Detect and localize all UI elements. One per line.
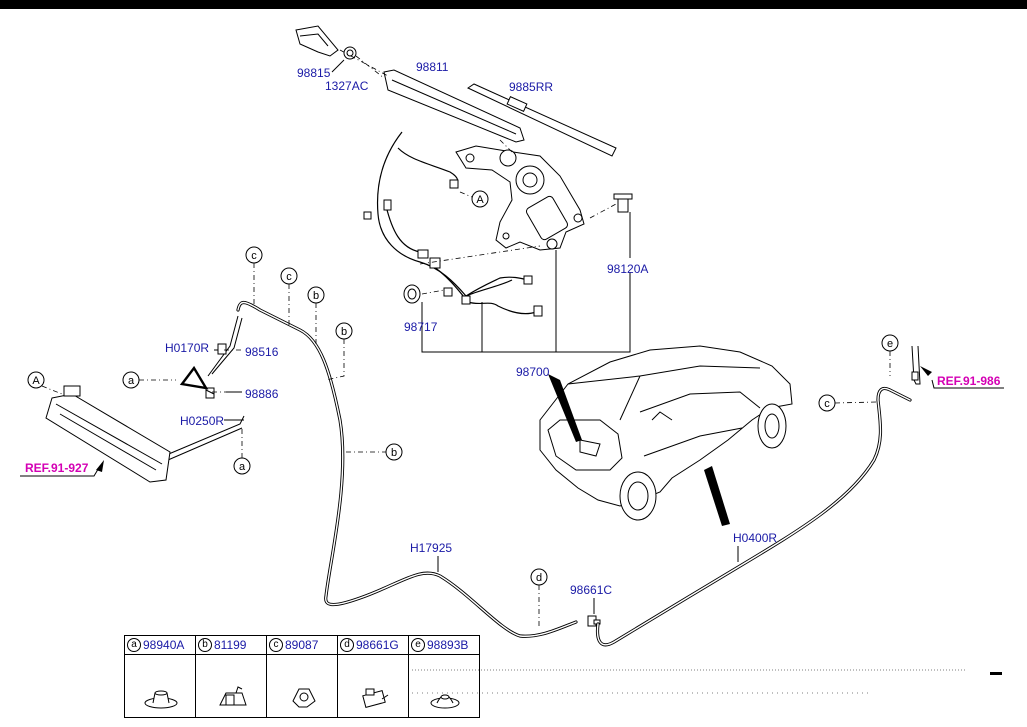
- callout-d: d: [530, 568, 548, 586]
- svg-text:a: a: [128, 375, 135, 387]
- svg-text:b: b: [341, 326, 347, 338]
- hose-h0170r-loop: [179, 365, 209, 390]
- ref-91-986[interactable]: REF.91-986: [937, 374, 1001, 388]
- callout-a-low: a: [233, 457, 251, 475]
- callout-A-harness: A: [471, 190, 489, 208]
- legend-key-e: e: [411, 638, 425, 653]
- nozzle-tube-part: [911, 345, 921, 385]
- label-98700: 98700: [516, 365, 550, 379]
- legend-part-b: 81199: [214, 637, 247, 652]
- label-98811: 98811: [416, 60, 449, 74]
- svg-text:a: a: [239, 461, 246, 473]
- svg-text:b: b: [313, 290, 319, 302]
- high-mount-stop-lamp-part: [45, 385, 171, 483]
- nut-part: [343, 46, 357, 60]
- legend-img-a: [124, 654, 196, 718]
- callout-A-label: A: [476, 194, 484, 206]
- legend-part-a: 98940A: [143, 637, 185, 652]
- legend-key-c: c: [269, 638, 283, 653]
- legend-img-c: [266, 654, 338, 718]
- label-98717: 98717: [404, 320, 438, 334]
- label-h0170r: H0170R: [165, 341, 209, 355]
- svg-text:d: d: [536, 572, 542, 584]
- label-h0250r: H0250R: [180, 414, 224, 428]
- label-98661c: 98661C: [570, 583, 612, 597]
- wiring-harness-part: [363, 131, 543, 317]
- callout-a-left: a: [122, 371, 140, 389]
- label-98120a: 98120A: [607, 262, 648, 276]
- legend-part-c: 89087: [285, 637, 319, 652]
- ref-91-927[interactable]: REF.91-927: [25, 461, 89, 475]
- svg-text:c: c: [286, 271, 292, 283]
- label-1327ac: 1327AC: [325, 79, 369, 93]
- label-98815: 98815: [297, 66, 331, 80]
- svg-text:c: c: [251, 250, 257, 262]
- callout-b-low: b: [385, 443, 403, 461]
- pointer-arrow-rear: [548, 374, 582, 442]
- legend-image-row: [124, 654, 480, 718]
- top-black-bar: [0, 0, 1027, 9]
- connector-98886-part: [205, 387, 215, 399]
- svg-text:b: b: [391, 447, 397, 459]
- svg-text:A: A: [32, 375, 40, 387]
- legend-key-d: d: [340, 638, 354, 653]
- legend-img-b: [195, 654, 267, 718]
- callout-A-lamp: A: [27, 371, 45, 389]
- wiper-blade-part: [466, 83, 617, 157]
- label-98516: 98516: [245, 345, 279, 359]
- label-h17925: H17925: [410, 541, 452, 555]
- callout-e-hose: e: [881, 334, 899, 352]
- legend-part-e: 98893B: [427, 637, 469, 652]
- callout-c-top1: c: [245, 246, 263, 264]
- grommet-98893b-icon: [430, 694, 460, 709]
- legend-part-d: 98661G: [356, 637, 399, 652]
- washer-hose-h0400r: [595, 386, 912, 647]
- wiper-arm-cap-part: [295, 25, 339, 57]
- legend-img-e: [408, 654, 480, 718]
- washer-hose-h17925: [236, 300, 578, 638]
- callout-c-label: c: [824, 398, 830, 410]
- wiper-motor-part: [455, 145, 585, 251]
- clip-89087-icon: [292, 688, 316, 708]
- clip-81199-icon: [219, 686, 247, 706]
- legend-key-a: a: [127, 638, 141, 653]
- clip-98940a-icon: [144, 690, 178, 709]
- pointer-arrow-h0400r: [704, 466, 730, 526]
- label-9885rr: 9885RR: [509, 80, 553, 94]
- callout-c-right: c: [818, 394, 836, 412]
- callout-c-top2: c: [280, 267, 298, 285]
- callout-b-top: b: [307, 286, 325, 304]
- callout-b-mid: b: [335, 322, 353, 340]
- wiper-arm-part: [383, 69, 525, 143]
- legend-key-b: b: [198, 638, 212, 653]
- callout-e-label: e: [887, 338, 893, 350]
- car-illustration: [539, 345, 793, 521]
- label-98886: 98886: [245, 387, 279, 401]
- label-h0400r: H0400R: [733, 531, 777, 545]
- connector-98661g-icon: [362, 688, 389, 708]
- grommet-part: [403, 284, 421, 304]
- nozzle-98516-part: [217, 343, 227, 355]
- bolt-part: [613, 193, 633, 213]
- legend-img-d: [337, 654, 409, 718]
